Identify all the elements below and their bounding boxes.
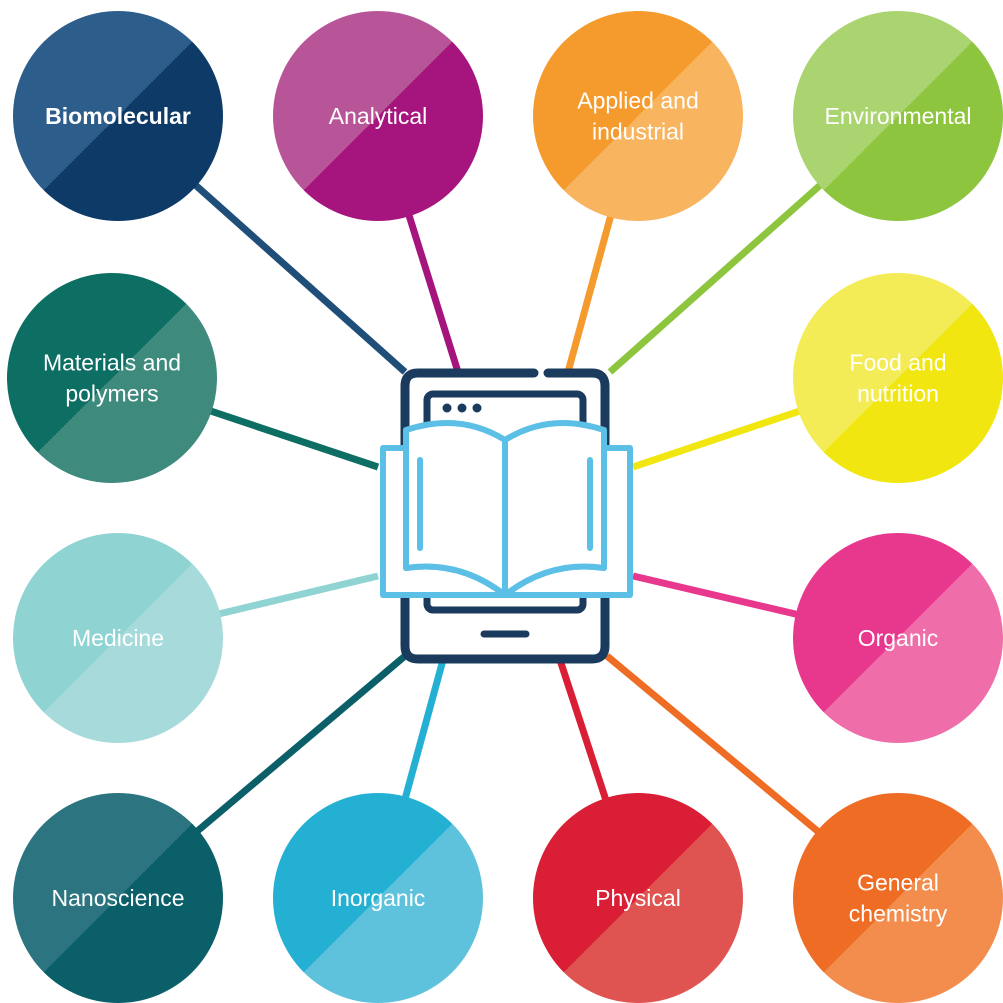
browser-dot <box>442 403 452 413</box>
tablet-book-icon <box>380 368 633 664</box>
node-analytical: Analytical <box>273 11 483 221</box>
node-label-inorganic: Inorganic <box>331 885 426 911</box>
node-general-chemistry: General chemistry <box>793 793 1003 1003</box>
node-food-nutrition: Food and nutrition <box>793 273 1003 483</box>
open-book-icon <box>380 419 633 598</box>
node-label-food-nutrition: nutrition <box>857 381 939 407</box>
node-physical: Physical <box>533 793 743 1003</box>
browser-dot <box>472 403 482 413</box>
node-label-organic: Organic <box>858 625 939 651</box>
node-circle-applied-industrial <box>533 11 743 221</box>
node-organic: Organic <box>793 533 1003 743</box>
node-inorganic: Inorganic <box>273 793 483 1003</box>
node-label-analytical: Analytical <box>329 103 427 129</box>
node-circle-environmental <box>793 11 1003 221</box>
node-circle-physical <box>533 793 743 1003</box>
node-circle-food-nutrition <box>793 273 1003 483</box>
node-circle-nanoscience <box>13 793 223 1003</box>
browser-dot <box>457 403 467 413</box>
node-circle-materials-polymers <box>7 273 217 483</box>
node-label-environmental: Environmental <box>824 103 971 129</box>
node-circle-medicine <box>13 533 223 743</box>
node-circle-analytical <box>273 11 483 221</box>
node-label-materials-polymers: Materials and <box>43 350 181 376</box>
node-label-physical: Physical <box>595 885 681 911</box>
node-circle-biomolecular <box>13 11 223 221</box>
field-nodes: Biomolecular Analytical Applied and industr… <box>7 11 1003 1003</box>
node-circle-inorganic <box>273 793 483 1003</box>
node-label-applied-industrial: Applied and <box>577 88 699 114</box>
node-label-general-chemistry: General <box>857 870 939 896</box>
node-materials-polymers: Materials and polymers <box>7 273 217 483</box>
node-label-nanoscience: Nanoscience <box>52 885 185 911</box>
node-medicine: Medicine <box>13 533 223 743</box>
node-label-biomolecular: Biomolecular <box>45 103 191 129</box>
node-label-general-chemistry: chemistry <box>849 901 948 927</box>
node-label-medicine: Medicine <box>72 625 164 651</box>
node-environmental: Environmental <box>793 11 1003 221</box>
node-label-materials-polymers: polymers <box>65 381 158 407</box>
node-applied-industrial: Applied and industrial <box>533 11 743 221</box>
node-circle-general-chemistry <box>793 793 1003 1003</box>
node-biomolecular: Biomolecular <box>13 11 223 221</box>
node-nanoscience: Nanoscience <box>13 793 223 1003</box>
node-label-food-nutrition: Food and <box>849 350 946 376</box>
node-label-applied-industrial: industrial <box>592 119 684 145</box>
node-circle-organic <box>793 533 1003 743</box>
